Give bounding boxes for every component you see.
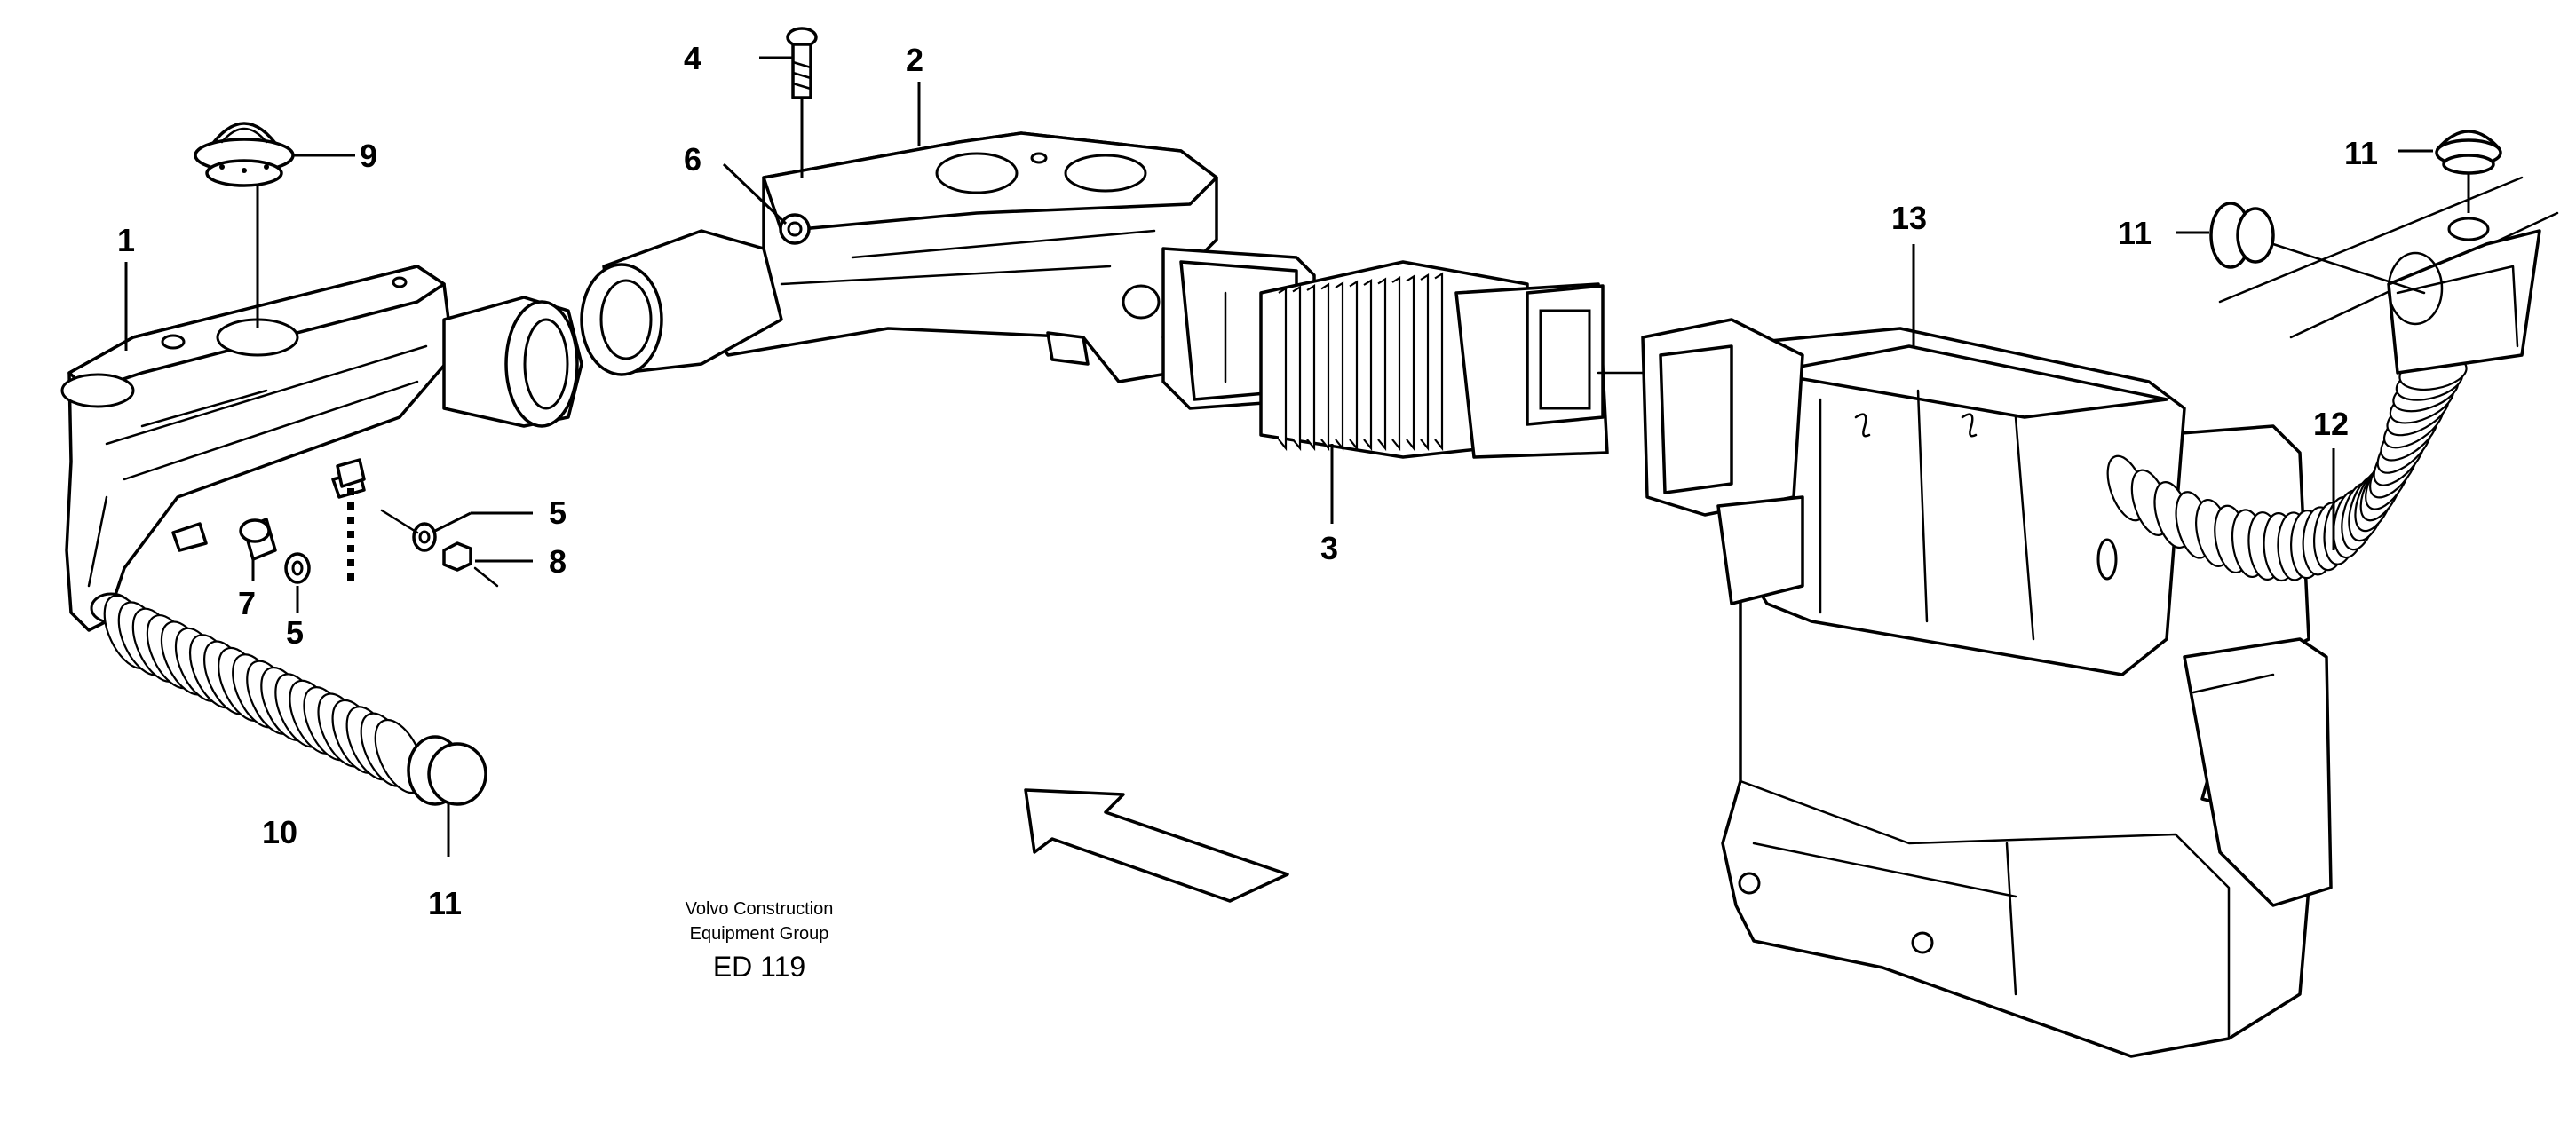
footer-company-line2: Equipment Group <box>690 924 829 944</box>
part-5-washer-lower <box>284 552 311 613</box>
part-6-nut <box>722 162 788 225</box>
part-9-plug <box>194 122 355 328</box>
part-4-screw <box>759 27 818 178</box>
callout-1: 1 <box>117 222 135 258</box>
callout-6: 6 <box>684 141 701 178</box>
callout-3: 3 <box>1320 530 1338 566</box>
part-10-corrugated-hose <box>103 594 425 794</box>
callout-4: 4 <box>684 40 701 76</box>
callout-11-hose-end: 11 <box>428 885 462 921</box>
callout-13: 13 <box>1891 200 1927 236</box>
callout-5-lower: 5 <box>286 614 304 651</box>
callout-2: 2 <box>906 42 923 78</box>
part-1-left-air-duct <box>60 265 583 632</box>
callout-10: 10 <box>262 814 297 850</box>
callout-11-top-plug: 11 <box>2344 135 2378 171</box>
part-11-plug-upper <box>2398 130 2502 213</box>
part-7-spacer <box>239 518 277 581</box>
callout-5-upper: 5 <box>549 494 567 531</box>
callout-12: 12 <box>2313 406 2349 442</box>
part-11-plug-side <box>2176 202 2426 295</box>
part-3-bellows <box>1259 260 1609 459</box>
callout-8: 8 <box>549 543 567 580</box>
part-5-washer-upper <box>380 509 533 552</box>
mounting-stud <box>336 458 366 586</box>
part-11-hose-plug <box>407 735 487 857</box>
direction-arrow <box>1024 788 1289 903</box>
panel-bracket <box>2218 176 2559 375</box>
callout-7: 7 <box>238 585 256 621</box>
callout-11-side-plug: 11 <box>2118 215 2152 251</box>
callout-9: 9 <box>360 138 377 174</box>
part-13-heater-unit <box>1641 244 2333 1058</box>
part-8-nut <box>442 541 533 588</box>
footer-drawing-code: ED 119 <box>713 951 805 983</box>
footer-company-line1: Volvo Construction <box>686 899 834 919</box>
